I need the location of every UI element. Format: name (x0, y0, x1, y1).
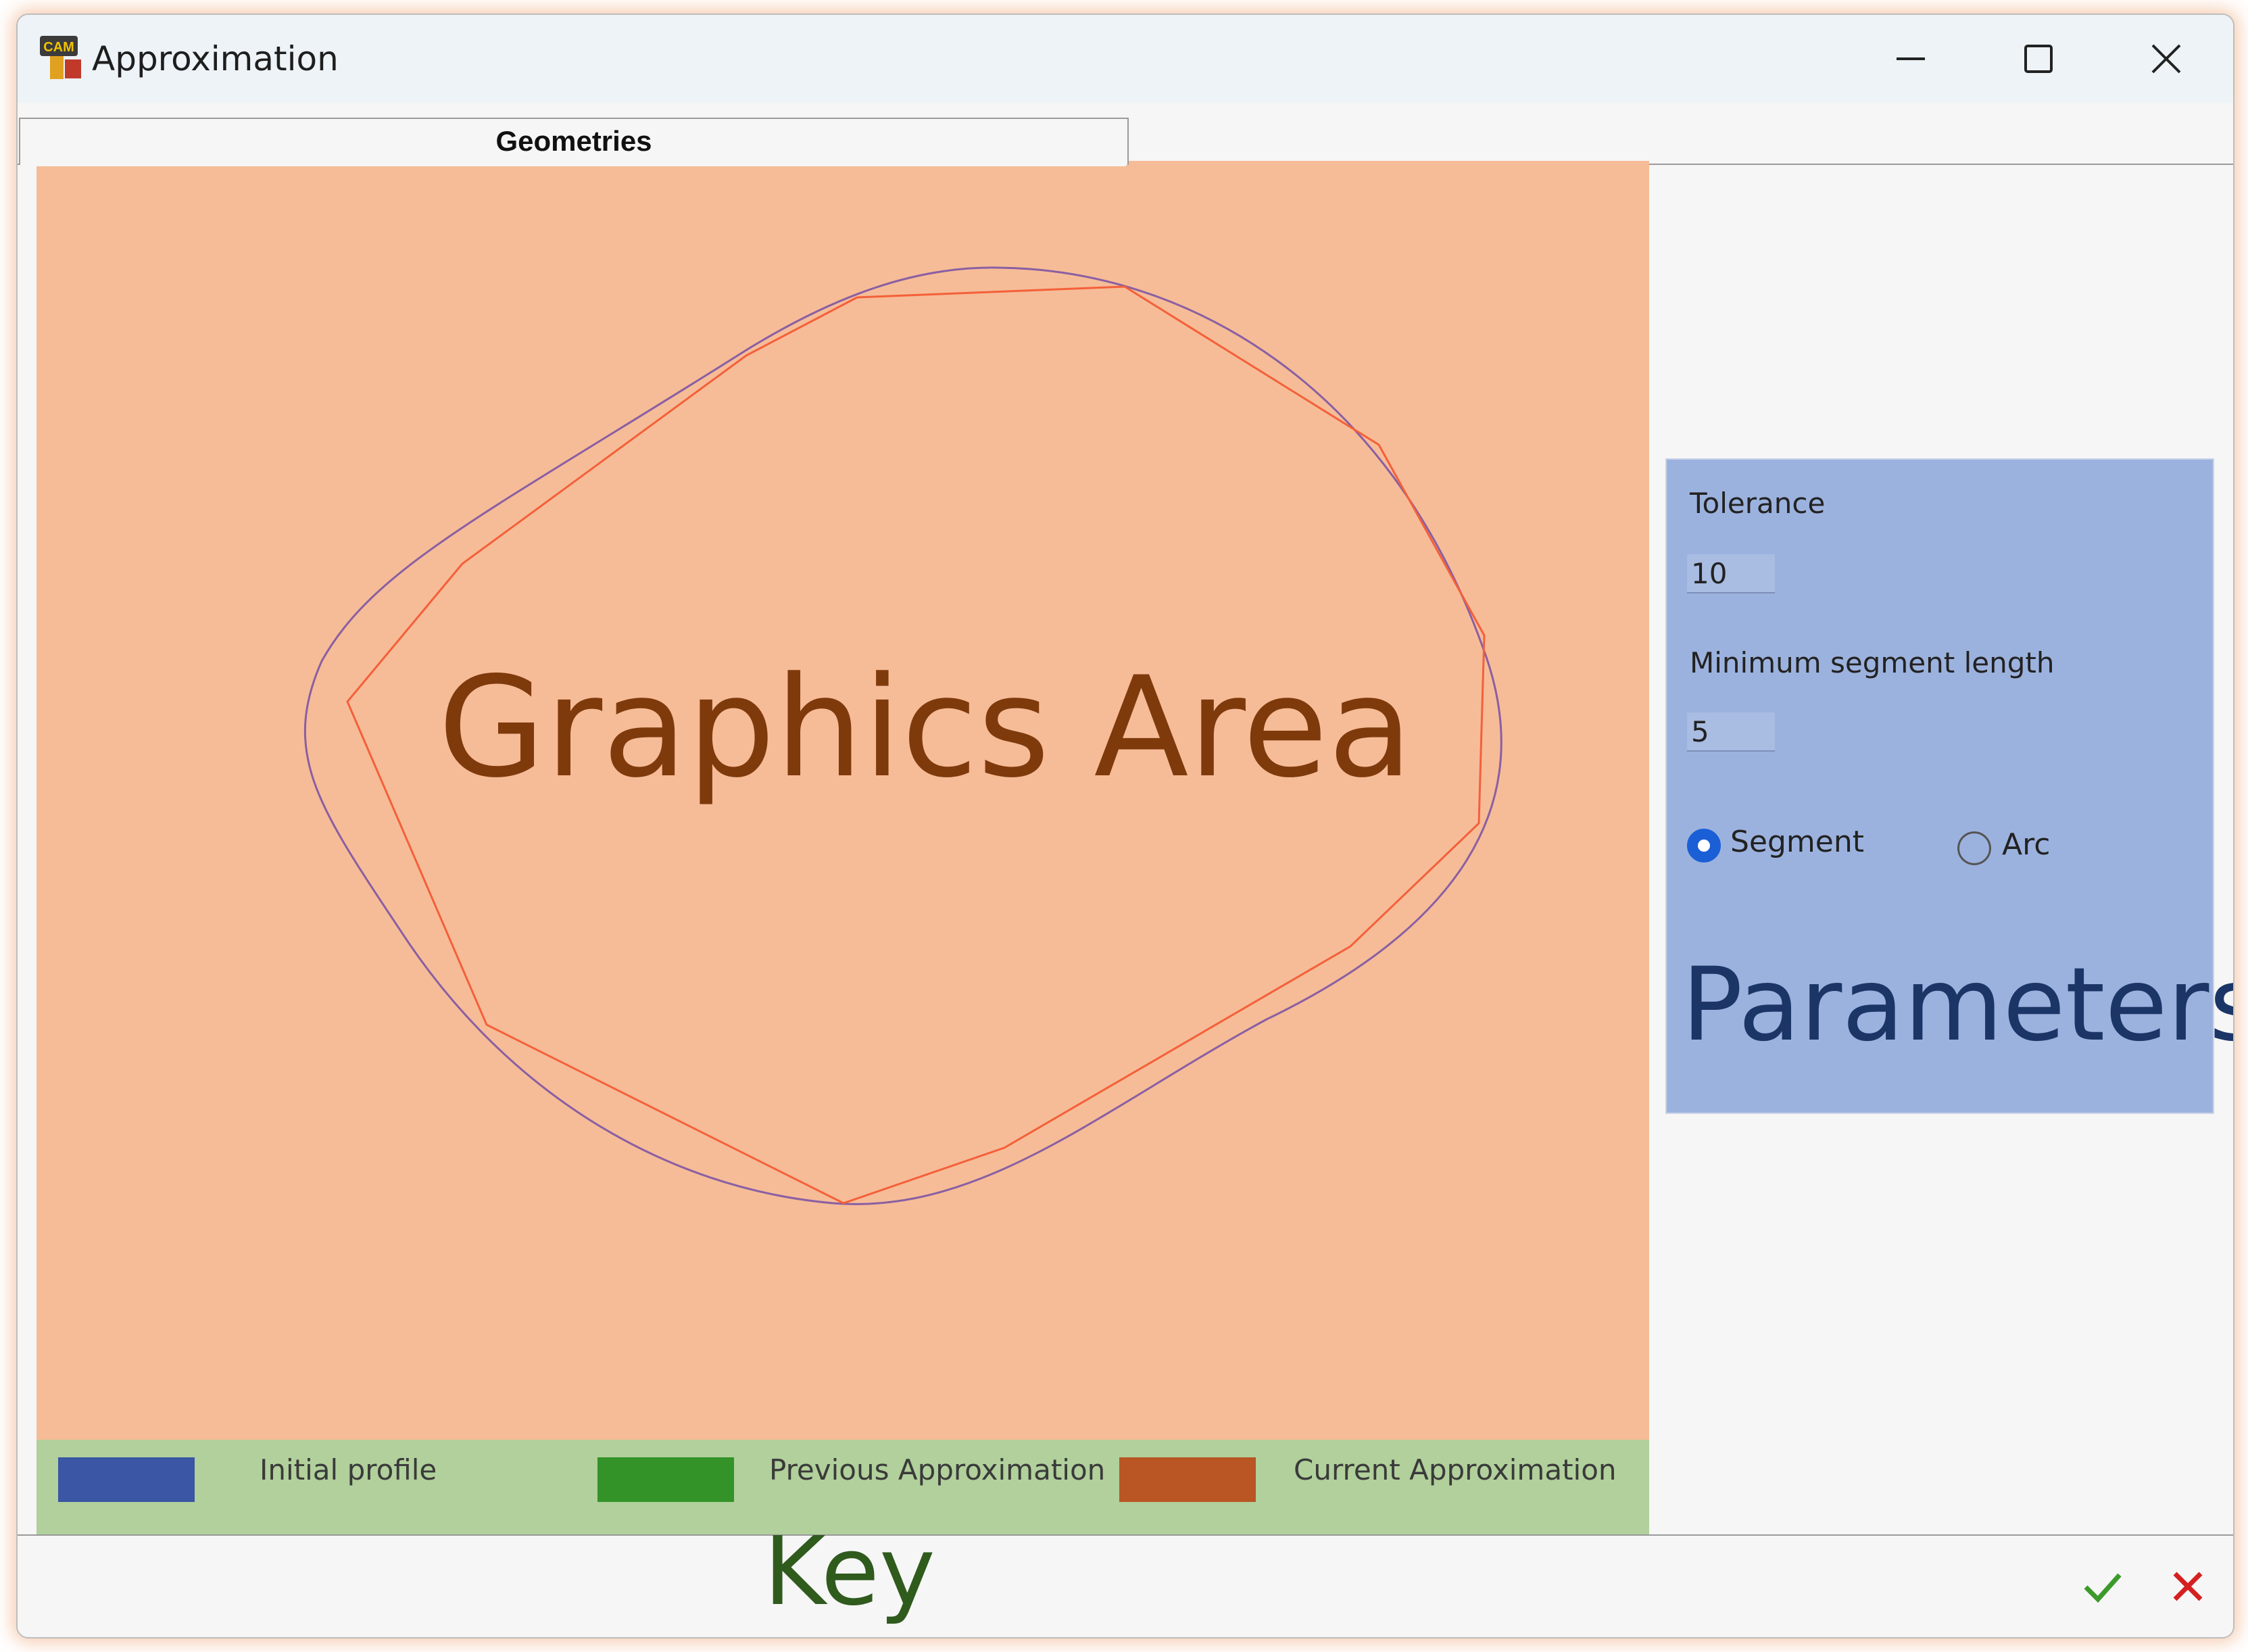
approximation-dialog: CAM Approximation Geometries Graphics Ar… (16, 14, 2234, 1638)
initial-profile-label: Initial profile (260, 1453, 437, 1486)
segment-radio-label: Segment (1730, 825, 1864, 859)
parameters-title: Parameters (1682, 946, 2234, 1064)
graphics-area-label: Graphics Area (438, 648, 1413, 808)
arc-radio[interactable] (1957, 831, 1991, 865)
bottom-bar (18, 1534, 2233, 1637)
parameters-panel: Tolerance Minimum segment length Segment… (1665, 458, 2233, 1114)
window-title: Approximation (92, 39, 339, 78)
svg-text:CAM: CAM (43, 40, 74, 55)
close-icon (2151, 44, 2181, 74)
tab-strip: Geometries (18, 103, 2233, 165)
arc-radio-label: Arc (2002, 827, 2051, 862)
initial-profile-swatch (58, 1457, 195, 1502)
maximize-button[interactable] (2011, 35, 2066, 82)
min-segment-length-input[interactable] (1687, 712, 1775, 752)
cancel-button[interactable] (2164, 1563, 2212, 1610)
key-legend: Initial profile Previous Approximation C… (36, 1440, 1649, 1534)
minimize-button[interactable] (1883, 35, 1937, 82)
tolerance-label: Tolerance (1690, 487, 1826, 520)
tolerance-input[interactable] (1687, 554, 1775, 593)
checkmark-icon (2084, 1573, 2122, 1603)
title-bar: CAM Approximation (18, 15, 2233, 103)
close-button[interactable] (2139, 35, 2193, 82)
maximize-icon (2024, 45, 2053, 73)
current-approximation-label: Current Approximation (1294, 1453, 1617, 1486)
minimize-icon (1897, 57, 1925, 60)
segment-radio[interactable] (1687, 829, 1721, 863)
cross-icon (2173, 1572, 2203, 1601)
graphics-area[interactable]: Graphics Area (36, 161, 1649, 1440)
previous-approximation-label: Previous Approximation (769, 1453, 1106, 1486)
current-approximation-polyline (346, 285, 1486, 1205)
min-segment-length-label: Minimum segment length (1690, 646, 2055, 679)
previous-approximation-swatch (597, 1457, 734, 1502)
cam-app-icon: CAM (40, 36, 81, 79)
ok-button[interactable] (2079, 1563, 2126, 1610)
profile-canvas (303, 266, 1502, 1205)
key-title: Key (764, 1517, 935, 1627)
current-approximation-swatch (1119, 1457, 1256, 1502)
initial-profile-curve (303, 266, 1502, 1205)
tab-geometries[interactable]: Geometries (19, 118, 1129, 165)
